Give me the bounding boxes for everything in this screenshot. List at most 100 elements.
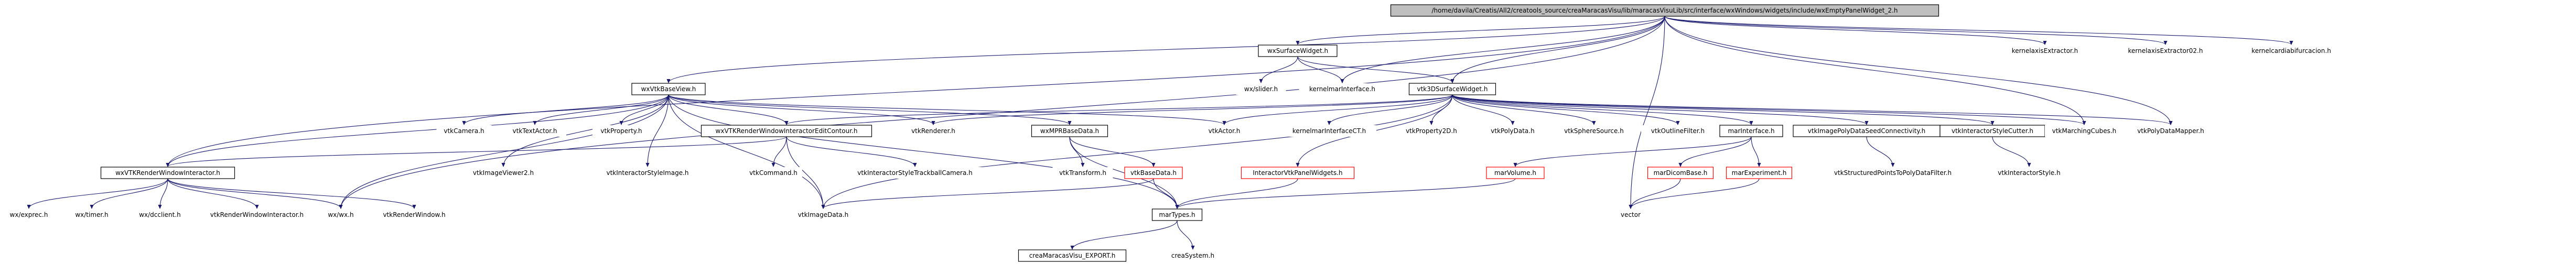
node-box-marTypes — [1151, 208, 1203, 221]
node-wxMPRBaseData[interactable]: wxMPRBaseData.h — [1031, 125, 1108, 137]
node-label-vtkProperty2D: vtkProperty2D.h — [1406, 127, 1457, 135]
node-vtkInteractorStyleImage[interactable]: vtkInteractorStyleImage.h — [595, 167, 700, 179]
node-vtkRenderWindow[interactable]: vtkRenderWindow.h — [375, 209, 454, 221]
node-marInterface[interactable]: marInterface.h — [1719, 125, 1783, 137]
edge-wxVtkBaseView-to-wxVTKRenderWindowInteractor — [168, 94, 669, 167]
node-vtkInteractorStyle[interactable]: vtkInteractorStyle.h — [1987, 167, 2071, 179]
edge-marInterface-to-marExperiment — [1751, 136, 1759, 167]
edge-vtkImagePolyDataSeedConnectivity-to-vtkStructuredPointsToPolyDataFilter — [1866, 136, 1893, 167]
node-label-InteractorVtkPanelWidgets: InteractorVtkPanelWidgets.h — [1253, 169, 1342, 177]
edge-vtk3DSurfaceWidget-to-vtkSphereSource — [1452, 94, 1594, 125]
edge-root-to-vtkMarchingCubes — [1664, 16, 2084, 125]
node-label-vtkImageData: vtkImageData.h — [798, 211, 848, 218]
node-label-wxMPRBaseData: wxMPRBaseData.h — [1040, 127, 1099, 135]
edge-wxVtkBaseView-to-vtkRenderer — [668, 94, 933, 125]
node-wxVtkBaseView[interactable]: wxVtkBaseView.h — [631, 83, 706, 95]
node-wxtimer[interactable]: wx/timer.h — [68, 209, 115, 221]
edge-vtk3DSurfaceWidget-to-vtkInteractorStyleCutter — [1452, 94, 1992, 125]
node-vtkInteractorStyleTrackballCamera[interactable]: vtkInteractorStyleTrackballCamera.h — [840, 167, 990, 179]
node-label-wxwx: wx/wx.h — [328, 211, 353, 218]
edge-vtk3DSurfaceWidget-to-vtkRenderer — [933, 94, 1453, 125]
node-vtkSphereSource[interactable]: vtkSphereSource.h — [1557, 125, 1631, 137]
node-wxVTKRenderWindowInteractor[interactable]: wxVTKRenderWindowInteractor.h — [100, 167, 235, 179]
edge-root-to-wxVtkBaseView — [669, 16, 1665, 83]
node-box-kernelmarInterfaceCT — [1282, 125, 1376, 137]
node-vector[interactable]: vector — [1612, 209, 1649, 221]
node-wxexprec[interactable]: wx/exprec.h — [4, 209, 54, 221]
node-box-vtkStructuredPointsToPolyDataFilter — [1817, 167, 1969, 179]
node-marTypes[interactable]: marTypes.h — [1151, 208, 1203, 221]
node-kernelaxisExtractor[interactable]: kernelaxisExtractor.h — [2003, 45, 2087, 57]
node-root[interactable]: /home/davila/Creatis/All2/creatools_sour… — [1390, 4, 1939, 17]
node-wxwx[interactable]: wx/wx.h — [321, 209, 361, 221]
node-kernelmarInterfaceCT[interactable]: kernelmarInterfaceCT.h — [1282, 125, 1376, 137]
node-wxSurfaceWidget[interactable]: wxSurfaceWidget.h — [1258, 45, 1338, 57]
edge-root-to-wxSurfaceWidget — [1298, 16, 1665, 45]
node-marVolume[interactable]: marVolume.h — [1486, 167, 1545, 179]
node-label-wxVtkBaseView: wxVtkBaseView.h — [641, 85, 696, 93]
edge-marExperiment-to-vector — [1631, 178, 1760, 208]
node-vtkTextActor[interactable]: vtkTextActor.h — [503, 125, 566, 137]
node-box-vtkInteractorStyleImage — [595, 167, 700, 179]
node-vtkRenderWindowInteractor[interactable]: vtkRenderWindowInteractor.h — [200, 209, 314, 221]
node-vtkInteractorStyleCutter[interactable]: vtkInteractorStyleCutter.h — [1939, 125, 2045, 137]
node-vtkImageData[interactable]: vtkImageData.h — [789, 209, 857, 221]
edge-wxVTKRenderWindowInteractorEditContour-to-vtkImageData — [786, 136, 823, 208]
node-InteractorVtkPanelWidgets[interactable]: InteractorVtkPanelWidgets.h — [1241, 167, 1355, 179]
node-label-marTypes: marTypes.h — [1159, 211, 1195, 218]
node-marExperiment[interactable]: marExperiment.h — [1726, 167, 1793, 179]
edge-wxVTKRenderWindowInteractorEditContour-to-vtkInteractorStyleTrackballCamera — [786, 136, 915, 167]
node-label-vtkInteractorStyle: vtkInteractorStyle.h — [1998, 169, 2060, 177]
node-label-vtkImageViewer2: vtkImageViewer2.h — [473, 169, 534, 177]
edge-wxSurfaceWidget-to-wxslider — [1261, 56, 1298, 83]
node-vtkOutlineFilter[interactable]: vtkOutlineFilter.h — [1641, 125, 1715, 137]
node-box-vtkRenderer — [903, 125, 964, 137]
node-vtkTransform[interactable]: vtkTransform.h — [1052, 167, 1113, 179]
node-box-kernelmarInterface — [1299, 83, 1386, 95]
edge-vtk3DSurfaceWidget-to-vtkActor — [1224, 94, 1453, 125]
node-vtkProperty[interactable]: vtkProperty.h — [592, 125, 650, 137]
node-label-marInterface: marInterface.h — [1728, 127, 1774, 135]
node-box-vtkSphereSource — [1557, 125, 1631, 137]
node-vtkStructuredPointsToPolyDataFilter[interactable]: vtkStructuredPointsToPolyDataFilter.h — [1817, 167, 1969, 179]
node-box-vtkRenderWindow — [375, 209, 454, 221]
node-kernelcardiabifurcacion[interactable]: kernelcardiabifurcacion.h — [2240, 45, 2343, 57]
node-box-creaSystem — [1164, 250, 1222, 261]
node-vtkCamera[interactable]: vtkCamera.h — [436, 125, 492, 137]
node-creaMaracasVisu_EXPORT[interactable]: creaMaracasVisu_EXPORT.h — [1018, 249, 1127, 262]
node-label-wxslider: wx/slider.h — [1244, 85, 1278, 93]
node-label-vtkRenderWindowInteractor: vtkRenderWindowInteractor.h — [210, 211, 304, 218]
node-wxslider[interactable]: wx/slider.h — [1236, 83, 1286, 95]
node-label-wxtimer: wx/timer.h — [75, 211, 108, 218]
edge-wxVTKRenderWindowInteractorEditContour-to-wxVTKRenderWindowInteractor — [168, 136, 787, 167]
node-vtkCommand[interactable]: vtkCommand.h — [745, 167, 802, 179]
node-label-vtkBaseData: vtkBaseData.h — [1130, 169, 1177, 177]
node-kernelmarInterface[interactable]: kernelmarInterface.h — [1299, 83, 1386, 95]
node-label-kernelmarInterfaceCT: kernelmarInterfaceCT.h — [1292, 127, 1366, 135]
node-wxdcclient[interactable]: wx/dcclient.h — [131, 209, 189, 221]
node-box-vtkImageData — [789, 209, 857, 221]
node-vtkImageViewer2[interactable]: vtkImageViewer2.h — [467, 167, 540, 179]
node-vtkRenderer[interactable]: vtkRenderer.h — [903, 125, 964, 137]
node-vtkActor[interactable]: vtkActor.h — [1201, 125, 1248, 137]
node-vtkBaseData[interactable]: vtkBaseData.h — [1124, 167, 1183, 179]
node-vtkProperty2D[interactable]: vtkProperty2D.h — [1398, 125, 1464, 137]
node-marDicomBase[interactable]: marDicomBase.h — [1647, 167, 1714, 179]
node-creaSystem[interactable]: creaSystem.h — [1164, 250, 1222, 261]
node-box-vtkActor — [1201, 125, 1248, 137]
node-vtkPolyData[interactable]: vtkPolyData.h — [1484, 125, 1542, 137]
edge-wxVtkBaseView-to-vtkInteractorStyleImage — [648, 94, 669, 167]
node-label-vtkCamera: vtkCamera.h — [444, 127, 484, 135]
node-kernelaxisExtractor02[interactable]: kernelaxisExtractor02.h — [2118, 45, 2213, 57]
edge-wxVTKRenderWindowInteractor-to-vtkRenderWindowInteractor — [167, 178, 257, 208]
node-vtkMarchingCubes[interactable]: vtkMarchingCubes.h — [2045, 125, 2124, 137]
node-box-vtkPolyDataMapper — [2127, 125, 2214, 137]
node-box-vtkRenderWindowInteractor — [200, 209, 314, 221]
node-vtk3DSurfaceWidget[interactable]: vtk3DSurfaceWidget.h — [1408, 83, 1496, 95]
node-vtkPolyDataMapper[interactable]: vtkPolyDataMapper.h — [2127, 125, 2214, 137]
node-wxVTKRenderWindowInteractorEditContour[interactable]: wxVTKRenderWindowInteractorEditContour.h — [700, 125, 872, 137]
node-vtkImagePolyDataSeedConnectivity[interactable]: vtkImagePolyDataSeedConnectivity.h — [1793, 125, 1941, 137]
node-label-wxSurfaceWidget: wxSurfaceWidget.h — [1267, 47, 1328, 54]
node-box-wxVTKRenderWindowInteractorEditContour — [700, 125, 872, 137]
